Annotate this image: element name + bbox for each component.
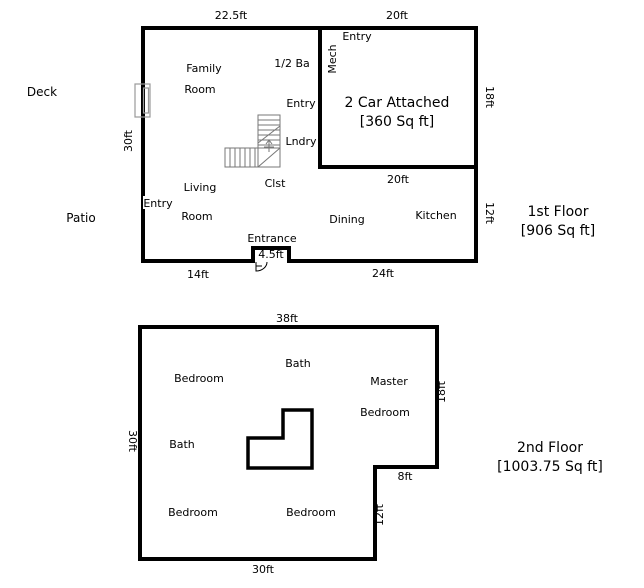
label-master-line1: Master <box>370 375 408 388</box>
entrance-door-swing <box>255 261 268 272</box>
dim-second-step-height: 12ft <box>373 503 386 526</box>
label-patio: Patio <box>66 211 95 225</box>
label-master-line2: Bedroom <box>360 406 410 419</box>
label-closet: Clst <box>265 177 286 190</box>
dim-second-bottom-width: 30ft <box>252 563 275 576</box>
side-entry-label-backing <box>143 196 174 209</box>
dim-garage-height: 18ft <box>483 86 496 109</box>
dim-entrance-width: 4.5ft <box>258 248 284 261</box>
label-hall-entry: Entry <box>286 97 316 110</box>
label-deck: Deck <box>27 85 57 99</box>
label-garage-line1: 2 Car Attached <box>345 95 450 111</box>
label-family-room-line1: Family <box>186 62 222 75</box>
first-floor-outline <box>141 26 478 263</box>
stairwell-opening <box>246 408 314 470</box>
label-living-room-line1: Living <box>184 181 217 194</box>
dim-first-bottom-left: 14ft <box>187 268 210 281</box>
dim-second-top-width: 38ft <box>276 312 299 325</box>
dim-garage-top-width: 20ft <box>386 9 409 22</box>
label-side-entry: Entry <box>143 197 173 210</box>
label-half-bath: 1/2 Ba <box>274 57 310 70</box>
label-laundry: Lndry <box>285 135 317 148</box>
second-floor-title-line1: 2nd Floor <box>517 440 583 456</box>
dim-garage-bottom-width: 20ft <box>387 173 410 186</box>
dim-second-right-height: 18ft <box>435 380 448 403</box>
label-kitchen: Kitchen <box>415 209 456 222</box>
dim-first-left-height: 30ft <box>122 129 135 152</box>
stairs <box>224 114 281 168</box>
stairs-up-arrow <box>264 139 274 152</box>
dim-second-step-width: 8ft <box>398 470 414 483</box>
second-floor-outline <box>138 325 439 561</box>
dim-first-bottom-right: 24ft <box>372 267 395 280</box>
label-dining: Dining <box>329 213 365 226</box>
label-garage-line2: [360 Sq ft] <box>360 114 435 130</box>
first-floor-title-line2: [906 Sq ft] <box>521 223 596 239</box>
label-bedroom-bottom-left: Bedroom <box>168 506 218 519</box>
label-garage-entry: Entry <box>342 30 372 43</box>
label-bath-mid: Bath <box>169 438 195 451</box>
dim-first-top-width: 22.5ft <box>215 9 248 22</box>
dim-first-lower-right-height: 12ft <box>483 202 496 225</box>
garage-walls <box>318 28 476 169</box>
first-floor-title-line1: 1st Floor <box>528 204 589 220</box>
label-bath-top: Bath <box>285 357 311 370</box>
label-bedroom-bottom-center: Bedroom <box>286 506 336 519</box>
label-bedroom-top-left: Bedroom <box>174 372 224 385</box>
deck-door <box>134 83 151 118</box>
label-mech: Mech <box>326 44 339 73</box>
second-floor-title-line2: [1003.75 Sq ft] <box>497 459 603 475</box>
label-living-room-line2: Room <box>181 210 212 223</box>
dim-second-left-height: 30ft <box>126 430 139 453</box>
label-entrance: Entrance <box>247 232 297 245</box>
label-family-room-line2: Room <box>184 83 215 96</box>
